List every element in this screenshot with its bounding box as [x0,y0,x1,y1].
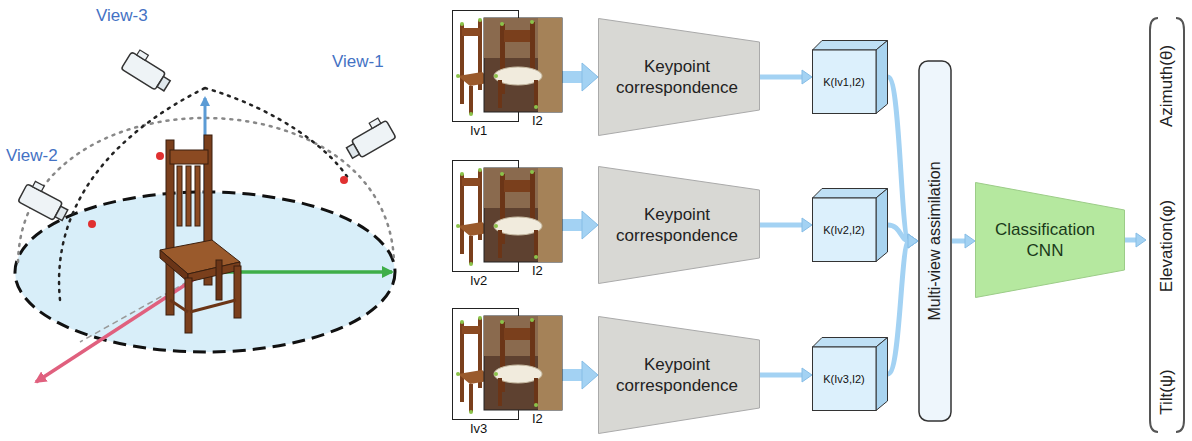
image-pair [452,10,562,140]
assimilation-box: Multi-view assimilation [918,60,952,422]
image-pair: Iv3 I2 [452,308,562,438]
flow-arrow [888,234,918,374]
trapezoid-shape [598,316,760,434]
image-label: Iv2 [470,273,487,288]
image-pair: Iv1 I2 [452,10,562,140]
image-pair: Iv2 I2 [452,160,562,290]
flow-arrow [760,70,812,84]
cube-label: K(Iv3,I2) [812,347,876,411]
image-label: Iv1 [470,123,487,138]
feature-cube: K(Iv2,I2) [812,188,888,262]
network-label: Keypoint correspondence [604,316,750,434]
view-label: View-1 [332,52,384,72]
image-pair [452,160,562,290]
network-label: Classification CNN [979,182,1111,298]
image-pair [452,308,562,438]
flow-arrow [1125,233,1146,247]
feature-cube: K(Iv1,I2) [812,40,888,114]
image-label: I2 [532,113,543,128]
flow-arrow [562,361,598,389]
view-label: View-2 [6,146,58,166]
flow-arrow [952,234,975,248]
flow-arrow [760,218,812,232]
keypoint-network: Keypoint correspondence [598,166,760,284]
flow-arrow [888,77,918,248]
flow-arrow [562,211,598,239]
output-label: Azimuth(θ) [1157,45,1177,127]
image-label: I2 [532,411,543,426]
trapezoid-shape [598,18,760,136]
classification-network: Classification CNN [975,182,1125,298]
image-label: I2 [532,263,543,278]
keypoint-network: Keypoint correspondence [598,18,760,136]
cube-label: K(Iv1,I2) [812,50,876,114]
keypoint-network: Keypoint correspondence [598,316,760,434]
image-label: Iv3 [470,421,487,436]
feature-cube: K(Iv3,I2) [812,337,888,411]
output-bracket: Azimuth(θ) Elevation(φ) Tilt(ψ) [1146,16,1188,434]
flow-arrow [760,368,812,382]
trapezoid-shape [975,182,1125,298]
output-label: Elevation(φ) [1157,200,1177,292]
flow-arrow [562,63,598,91]
trapezoid-shape [598,166,760,284]
view-label: View-3 [96,6,148,26]
cube-label: K(Iv2,I2) [812,198,876,262]
assimilation-label: Multi-view assimilation [926,161,944,320]
output-label: Tilt(ψ) [1157,369,1177,414]
network-label: Keypoint correspondence [604,18,750,136]
network-label: Keypoint correspondence [604,166,750,284]
flow-arrow [888,225,918,248]
